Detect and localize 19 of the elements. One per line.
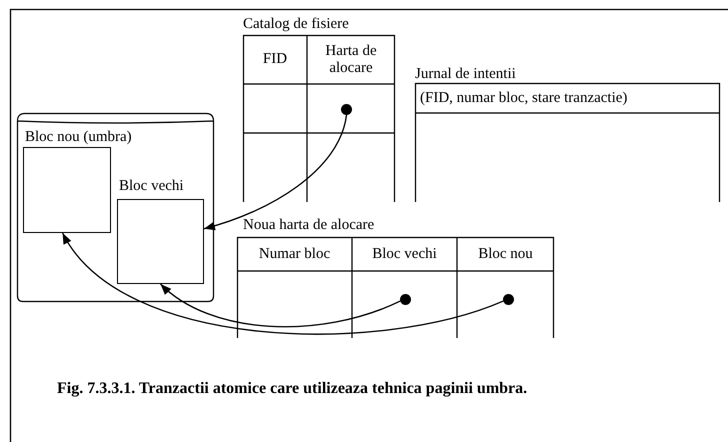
figure-caption: Fig. 7.3.3.1. Tranzactii atomice care utilizeaza tehnica paginii umbra. <box>57 380 528 398</box>
column-header: FID <box>262 50 288 70</box>
pointer-dot <box>400 294 411 305</box>
pointer-dot <box>503 294 514 305</box>
column-header: Bloc vechi <box>371 244 438 264</box>
table-title: Noua harta de alocare <box>243 217 374 234</box>
pointer-dot <box>341 104 352 115</box>
arrow <box>160 284 400 328</box>
column-header: (FID, numar bloc, stare tranzactie) <box>419 88 628 108</box>
column-header: Harta de alocare <box>324 42 378 78</box>
arrow <box>62 232 504 335</box>
column-header: Bloc nou <box>477 244 534 264</box>
column-header: Numar bloc <box>258 244 332 264</box>
table-title: Catalog de fisiere <box>243 16 349 32</box>
arrow <box>204 114 348 230</box>
disk-cylinder <box>17 113 214 302</box>
block-label: Bloc vechi <box>119 178 184 194</box>
table-title: Jurnal de intentii <box>415 66 516 82</box>
block-label: Bloc nou (umbra) <box>25 129 132 146</box>
